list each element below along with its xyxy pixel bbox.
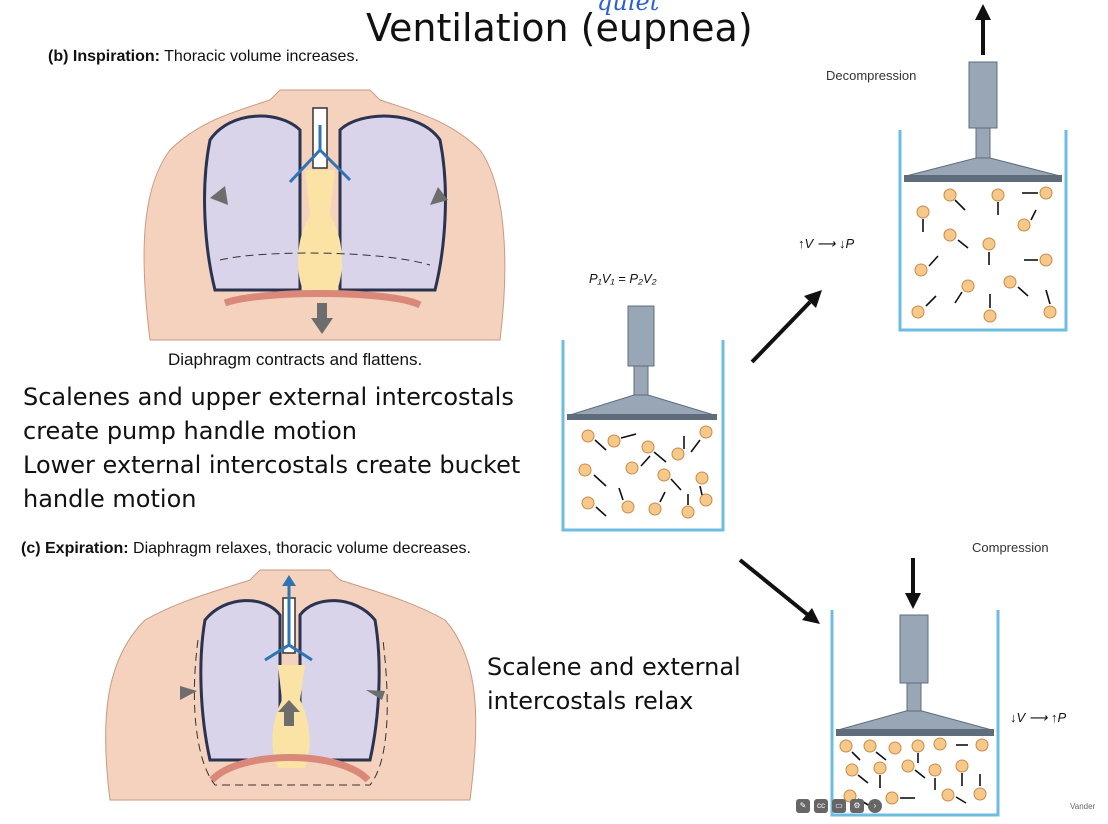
expiration-text: Diaphragm relaxes, thoracic volume decre… — [133, 540, 471, 557]
forward-icon[interactable]: › — [868, 799, 882, 813]
expiration-notes: Scalene and external intercostals relax — [487, 650, 741, 718]
diaphragm-caption: Diaphragm contracts and flattens. — [168, 350, 423, 369]
inspiration-note-line: Lower external intercostals create bucke… — [23, 451, 521, 479]
middle-molecules — [578, 425, 713, 519]
captions-icon[interactable]: cc — [814, 799, 828, 813]
boyle-formula: P₁V₁ = P₂V₂ — [589, 271, 657, 286]
inspiration-note-line: Scalenes and upper external intercostals — [23, 383, 514, 411]
figure-credit: Vander — [1070, 802, 1096, 811]
decompression-relation: ↑V ⟶ ↓P — [798, 236, 855, 251]
inspiration-caption: (b) Inspiration: Thoracic volume increas… — [48, 48, 359, 66]
inspiration-text: Thoracic volume increases. — [164, 48, 359, 65]
edit-icon[interactable]: ✎ — [796, 799, 810, 813]
inspiration-notes: Scalenes and upper external intercostals… — [23, 380, 520, 516]
settings-icon[interactable]: ⚙ — [850, 799, 864, 813]
slide-title: Ventilation (eupnea) — [366, 6, 753, 50]
media-controls: ✎ cc ▭ ⚙ › — [796, 799, 882, 813]
expiration-note-line: Scalene and external — [487, 653, 741, 681]
decompression-label: Decompression — [826, 68, 917, 83]
inspiration-note-line: handle motion — [23, 485, 197, 513]
expiration-label: (c) Expiration: — [21, 540, 129, 557]
inspiration-note-line: create pump handle motion — [23, 417, 357, 445]
expiration-caption: (c) Expiration: Diaphragm relaxes, thora… — [21, 540, 471, 558]
handwritten-annotation: quiet — [597, 0, 660, 16]
screen-icon[interactable]: ▭ — [832, 799, 846, 813]
compression-molecules — [839, 737, 989, 805]
compression-relation: ↓V ⟶ ↑P — [1010, 710, 1067, 725]
compression-label: Compression — [972, 540, 1049, 555]
expiration-note-line: intercostals relax — [487, 687, 694, 715]
inspiration-label: (b) Inspiration: — [48, 48, 160, 65]
decompression-molecules — [911, 186, 1057, 323]
